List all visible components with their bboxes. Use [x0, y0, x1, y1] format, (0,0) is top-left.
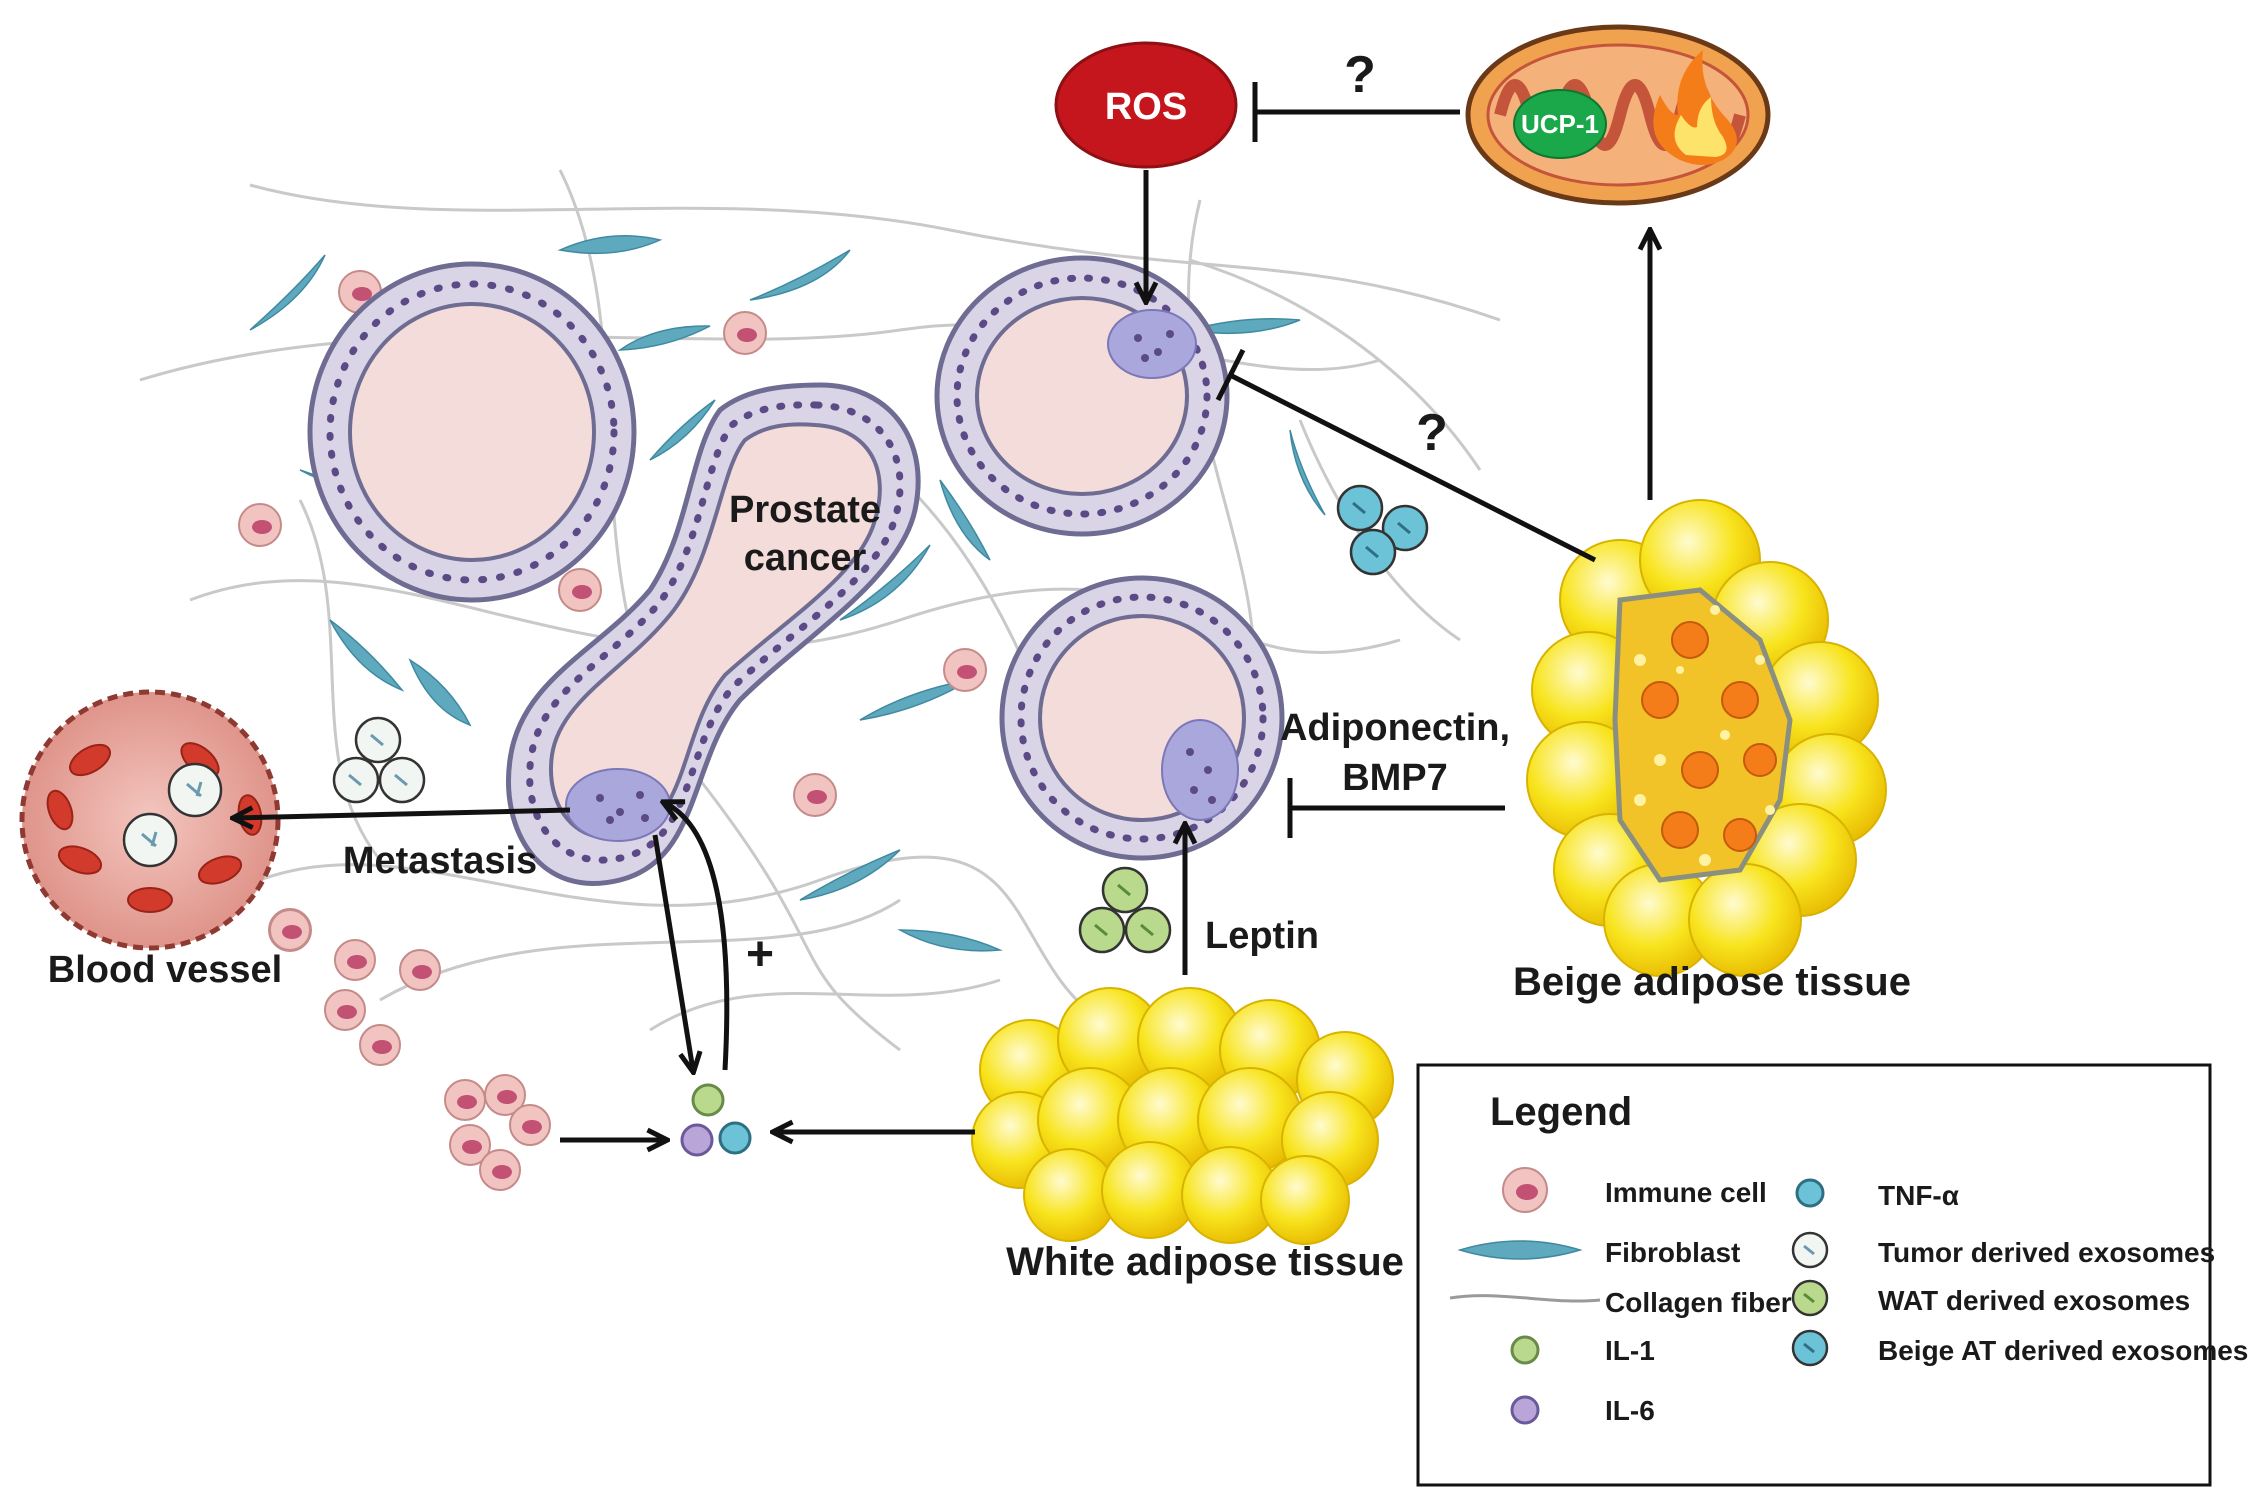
legend-box [1416, 1063, 2212, 1487]
legend-fibroblast-icon [1457, 1240, 1583, 1260]
tumor-exosome [122, 812, 178, 868]
tnf-dot [718, 1121, 752, 1155]
legend-collagen-icon [1449, 1294, 1601, 1303]
prostate-gland-3 [999, 575, 1285, 861]
immune-cell [723, 311, 767, 355]
beige-exosome-cluster [1336, 484, 1429, 576]
legend-title: Legend [1490, 1090, 1632, 1134]
legend: Legend Immune cell Fibroblast Collagen f… [1416, 1063, 2248, 1487]
adiponectin-label-2: BMP7 [1342, 757, 1448, 799]
tumor-mass [565, 768, 671, 842]
legend-item: IL-6 [1605, 1395, 1655, 1426]
il6-dot [680, 1123, 714, 1157]
legend-item: Fibroblast [1605, 1237, 1740, 1268]
cytokine-cluster [680, 1083, 752, 1157]
legend-item: WAT derived exosomes [1878, 1285, 2190, 1316]
legend-il1-icon [1510, 1335, 1540, 1365]
legend-item: TNF-α [1878, 1180, 1959, 1211]
prostate-gland-2 [934, 255, 1230, 537]
legend-immune-icon [1502, 1167, 1548, 1213]
ucp1-label: UCP-1 [1521, 109, 1599, 139]
legend-beige-exo-icon [1791, 1329, 1829, 1367]
white-adipose-tissue [971, 987, 1394, 1245]
fibroblast [408, 658, 472, 727]
fibroblast [557, 235, 663, 255]
legend-item: Immune cell [1605, 1177, 1767, 1208]
immune-cell-cluster [269, 909, 551, 1191]
fibroblast [249, 254, 326, 331]
immune-cell [943, 648, 987, 692]
fibroblasts [249, 235, 1326, 952]
legend-item: Tumor derived exosomes [1878, 1237, 2215, 1268]
fibroblast [939, 479, 991, 561]
ros-label: ROS [1105, 86, 1187, 128]
prostate-cancer-gland [506, 382, 921, 886]
prostate-label-1: Prostate [729, 489, 881, 531]
plus-label: + [746, 928, 774, 981]
beige-tissue-label: Beige adipose tissue [1513, 960, 1911, 1004]
fibroblast [1289, 429, 1326, 516]
beige-adipose-tissue [1526, 499, 1887, 977]
leptin-label: Leptin [1205, 915, 1319, 957]
legend-item: Beige AT derived exosomes [1878, 1335, 2248, 1366]
fibroblast [329, 619, 405, 692]
prostate-label-2: cancer [744, 537, 867, 579]
ros-node: ROS [1054, 41, 1238, 169]
metastasis-arrow [235, 810, 571, 818]
fibroblast [617, 325, 711, 351]
white-tissue-label: White adipose tissue [1006, 1240, 1404, 1284]
mitochondrion: UCP-1 [1465, 24, 1771, 206]
fibroblast [799, 849, 901, 901]
cytokine-to-tumor-arrow [665, 803, 730, 1071]
blood-vessel [19, 689, 281, 951]
ucp1-badge [1513, 89, 1607, 159]
fibroblast [749, 249, 851, 301]
tumor-mass [1107, 309, 1197, 379]
blood-vessel-label: Blood vessel [48, 949, 282, 991]
fibroblast [839, 544, 931, 621]
legend-item: IL-1 [1605, 1335, 1655, 1366]
wat-exosome-cluster [1078, 866, 1172, 954]
legend-wat-exo-icon [1791, 1279, 1829, 1317]
fibroblast [897, 929, 1003, 952]
legend-il6-icon [1510, 1395, 1540, 1425]
tumor-mass [1161, 719, 1239, 821]
immune-cell [238, 503, 282, 547]
beige-inhibit-gland2 [1228, 372, 1597, 563]
adiponectin-label-1: Adiponectin, [1280, 707, 1510, 749]
flame-icon [1653, 50, 1737, 165]
metastasis-label: Metastasis [343, 840, 537, 882]
q-mid-label: ? [1416, 404, 1448, 462]
tumor-to-cytokine-arrow [652, 834, 693, 1070]
prostate-gland-1 [307, 261, 637, 603]
tumor-exosome-cluster [332, 716, 426, 804]
legend-tnf-icon [1795, 1178, 1825, 1208]
legend-tumor-exo-icon [1791, 1231, 1829, 1269]
fibroblast [649, 399, 716, 461]
arrows [235, 82, 1650, 1140]
immune-cell [558, 568, 602, 612]
fibroblast [1189, 318, 1301, 335]
il1-dot [691, 1083, 725, 1117]
immune-cell [793, 773, 837, 817]
tumor-exosome [167, 762, 223, 818]
q-top-label: ? [1344, 46, 1376, 104]
legend-item: Collagen fiber [1605, 1287, 1792, 1318]
